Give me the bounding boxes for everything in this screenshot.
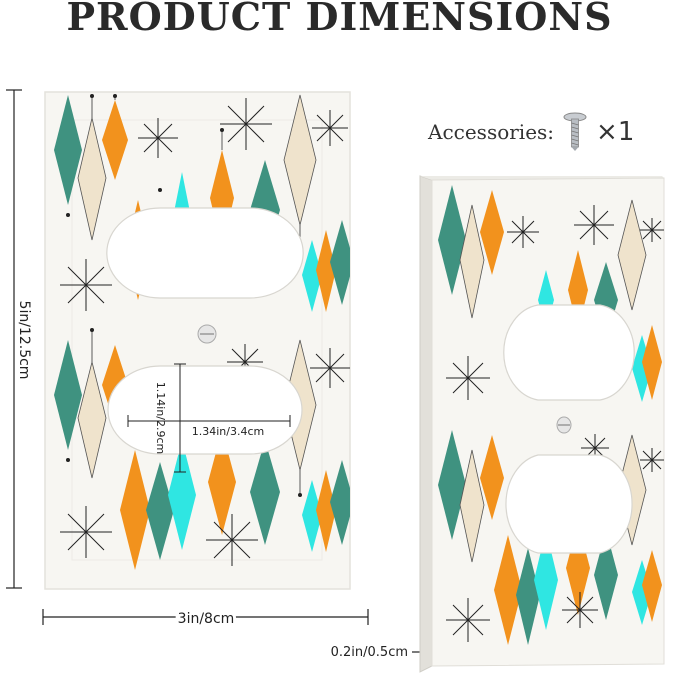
outlet-width-label: 1.34in/3.4cm (192, 425, 264, 438)
thickness-label: 0.2in/0.5cm (331, 645, 408, 660)
screw-icon (563, 112, 587, 151)
outlet-height-label: 1.14in/2.9cm (154, 382, 167, 454)
side-outlet-opening-bottom (505, 454, 633, 554)
center-screw-icon (197, 324, 217, 344)
height-dimension-line (6, 89, 22, 589)
outlet-opening-bottom (107, 365, 303, 455)
side-plate (419, 175, 665, 673)
accessories-label: Accessories: (428, 120, 555, 144)
front-plate (44, 91, 351, 590)
side-outlet-opening-top (503, 304, 635, 401)
side-center-screw-icon (556, 416, 572, 434)
starburst-pattern (60, 98, 350, 566)
outlet-width-dimension-line (127, 415, 291, 427)
width-dimension-line (42, 609, 369, 625)
height-label: 5in/12.5cm (16, 301, 32, 380)
accessories-quantity: ×1 (596, 117, 635, 147)
accessories: Accessories: ×1 (428, 112, 634, 152)
page-title: PRODUCT DIMENSIONS (66, 0, 613, 39)
outlet-opening-top (106, 207, 304, 299)
width-label: 3in/8cm (178, 611, 235, 627)
outlet-height-dimension-line (174, 363, 186, 473)
